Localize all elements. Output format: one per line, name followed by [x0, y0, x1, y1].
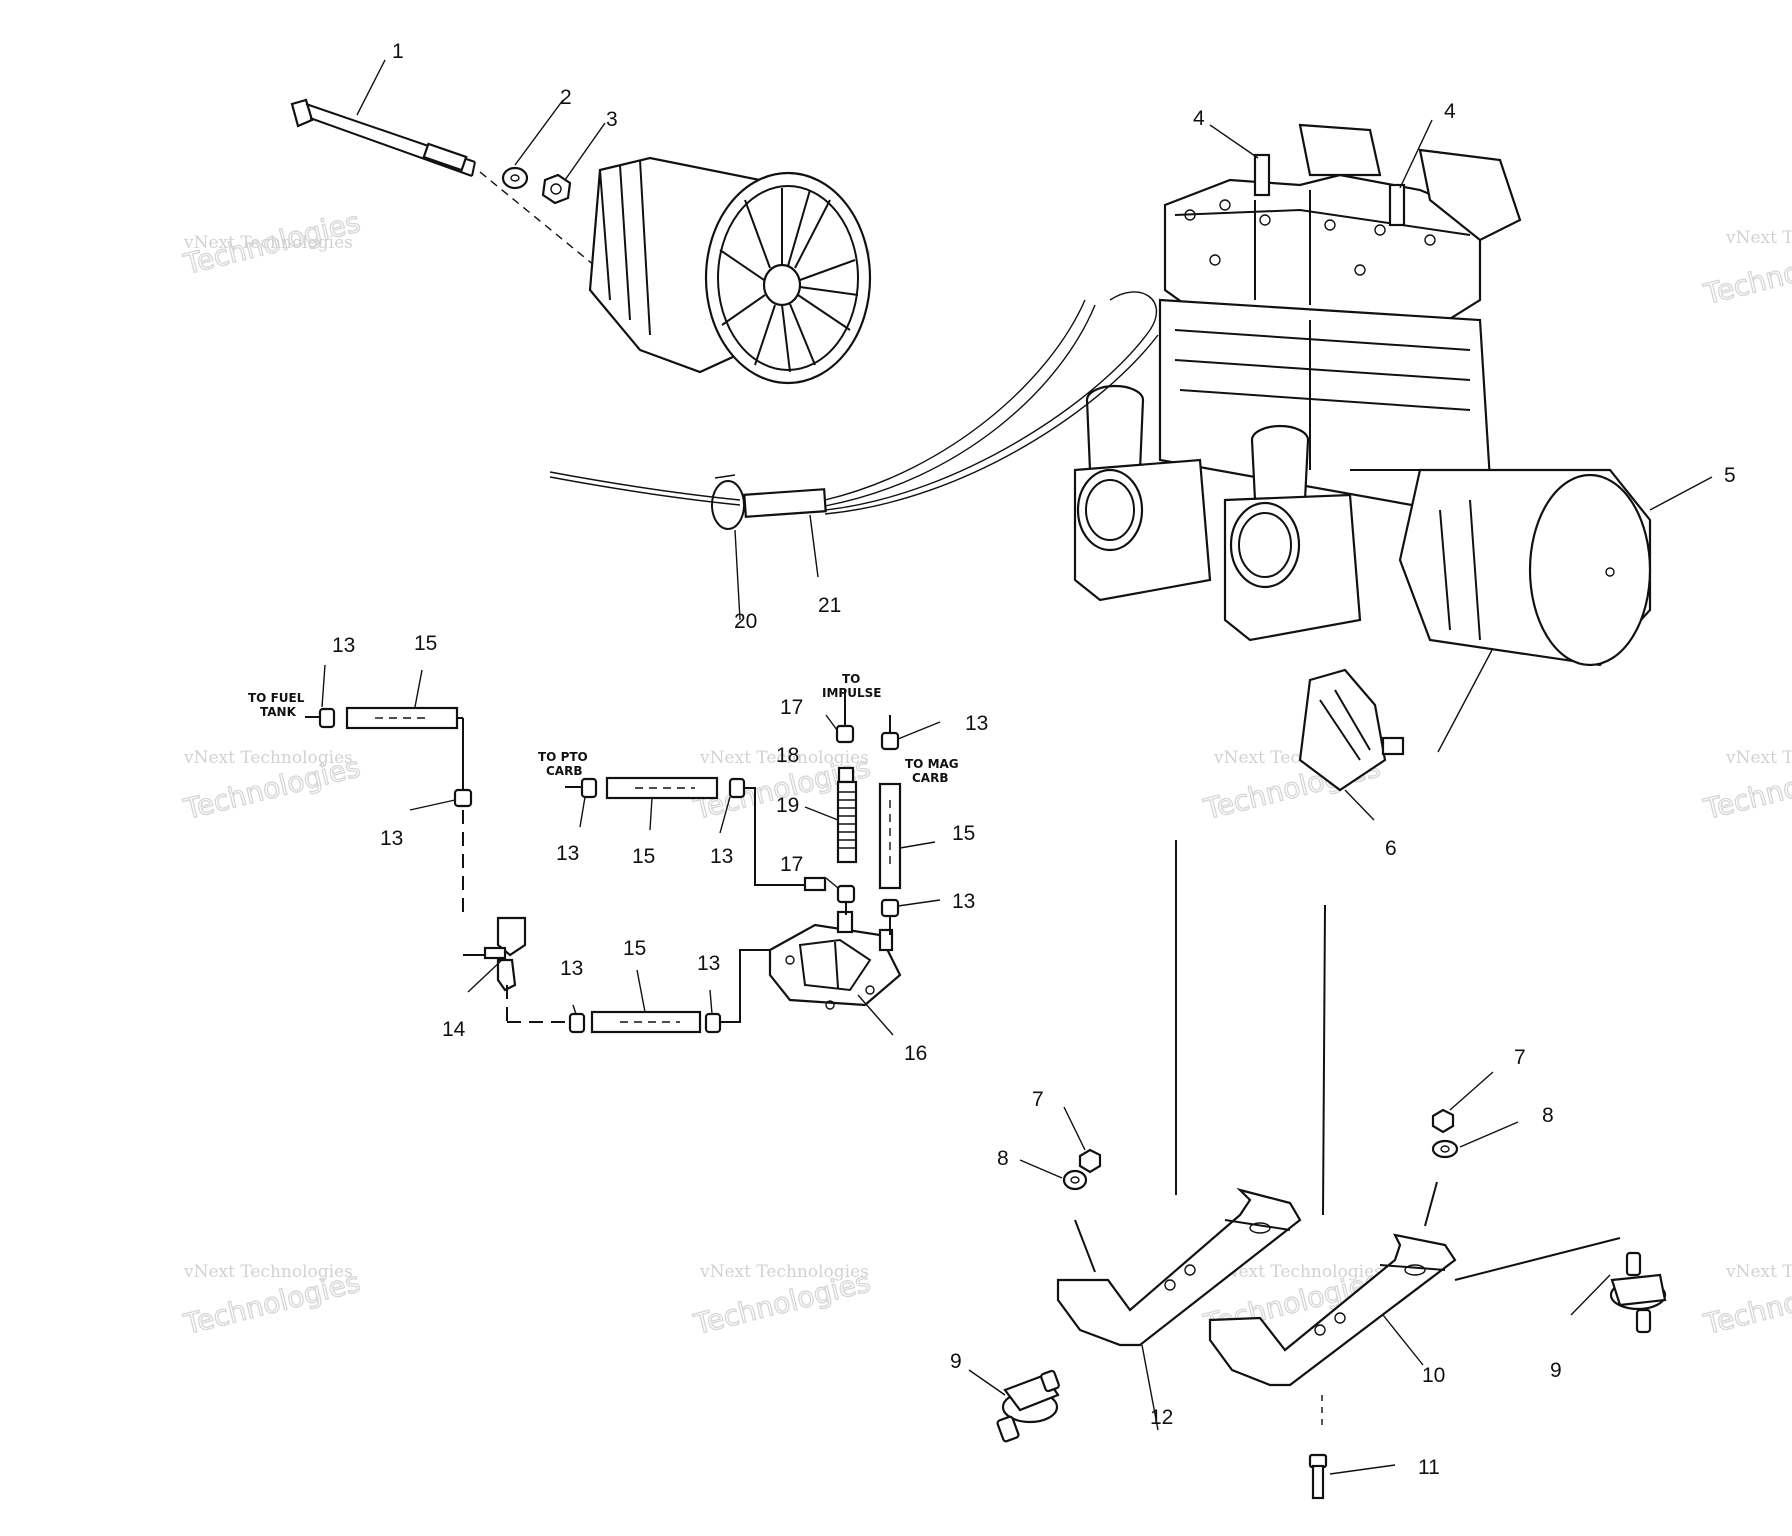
- note-fuel-tank: TO FUEL: [248, 691, 305, 705]
- callout: 13: [560, 957, 583, 980]
- callout: 5: [1724, 464, 1736, 487]
- fuel-system: [305, 690, 902, 1034]
- callout: 17: [780, 696, 803, 719]
- carburetor-mag: [1223, 424, 1362, 642]
- callout: 7: [1514, 1046, 1526, 1069]
- callout: 13: [556, 842, 579, 865]
- carburetor-pto: [1073, 384, 1212, 602]
- engine-mounts: [996, 840, 1667, 1500]
- callout: 15: [414, 632, 437, 655]
- callout: 10: [1422, 1364, 1445, 1387]
- callout: 1: [392, 40, 404, 63]
- watermark-small: vNext Technologies: [183, 233, 353, 253]
- callout: 12: [1150, 1406, 1173, 1429]
- callout: 17: [780, 853, 803, 876]
- callout: 3: [606, 108, 618, 131]
- callout: 13: [952, 890, 975, 913]
- note-pto-carb: CARB: [546, 764, 582, 778]
- nut: [541, 173, 572, 205]
- watermark-small: vNext Technologies: [183, 1262, 353, 1282]
- callouts: 1 2 3 4 4 5 6 7 7 8 8 9 9 10 11 12 13 13…: [332, 40, 1736, 1479]
- callout: 9: [950, 1350, 962, 1373]
- watermark-small: vNext Technologies: [699, 1262, 869, 1282]
- callout: 14: [442, 1018, 466, 1041]
- callout: 19: [776, 794, 799, 817]
- throttle-cable: [549, 291, 1159, 530]
- watermark-small: vNext Technologies: [699, 748, 869, 768]
- note-mag-carb: CARB: [912, 771, 948, 785]
- flow-notes: TO FUEL TANK TO PTO CARB TO IMPULSE TO M…: [248, 672, 959, 785]
- drive-clutch: [588, 156, 872, 385]
- callout: 8: [997, 1147, 1009, 1170]
- note-pto-carb: TO PTO: [538, 750, 588, 764]
- watermark-small: vNext Technologies: [1725, 748, 1792, 768]
- callout: 15: [623, 937, 646, 960]
- callout: 18: [776, 744, 799, 767]
- watermark-small: vNext Technologies: [1725, 1262, 1792, 1282]
- callout: 15: [952, 822, 975, 845]
- callout: 13: [380, 827, 403, 850]
- callout: 21: [818, 594, 841, 617]
- callout: 7: [1032, 1088, 1044, 1111]
- callout: 13: [710, 845, 733, 868]
- leader-lines: [321, 59, 1713, 1475]
- note-impulse: TO: [842, 672, 860, 686]
- callout: 4: [1444, 100, 1456, 123]
- engine-assembly: [1073, 123, 1652, 667]
- callout: 13: [332, 634, 355, 657]
- bolt: [290, 98, 601, 271]
- callout: 13: [697, 952, 720, 975]
- callout: 4: [1193, 107, 1205, 130]
- callout: 13: [965, 712, 988, 735]
- primer-cap: [1298, 668, 1405, 792]
- callout: 6: [1385, 837, 1397, 860]
- callout: 8: [1542, 1104, 1554, 1127]
- callout: 2: [560, 86, 572, 109]
- watermark-small: vNext Technologies: [1213, 1262, 1383, 1282]
- watermark-small: vNext Technologies: [1725, 228, 1792, 248]
- note-fuel-tank: TANK: [260, 705, 297, 719]
- watermarks: Technologies vNext Technologies Technolo…: [179, 205, 1792, 1342]
- washer: [501, 166, 529, 190]
- note-mag-carb: TO MAG: [905, 757, 959, 771]
- note-impulse: IMPULSE: [822, 686, 881, 700]
- callout: 16: [904, 1042, 927, 1065]
- callout: 20: [734, 610, 757, 633]
- callout: 9: [1550, 1359, 1562, 1382]
- callout: 11: [1418, 1456, 1440, 1479]
- watermark-small: vNext Technologies: [183, 748, 353, 768]
- callout: 15: [632, 845, 655, 868]
